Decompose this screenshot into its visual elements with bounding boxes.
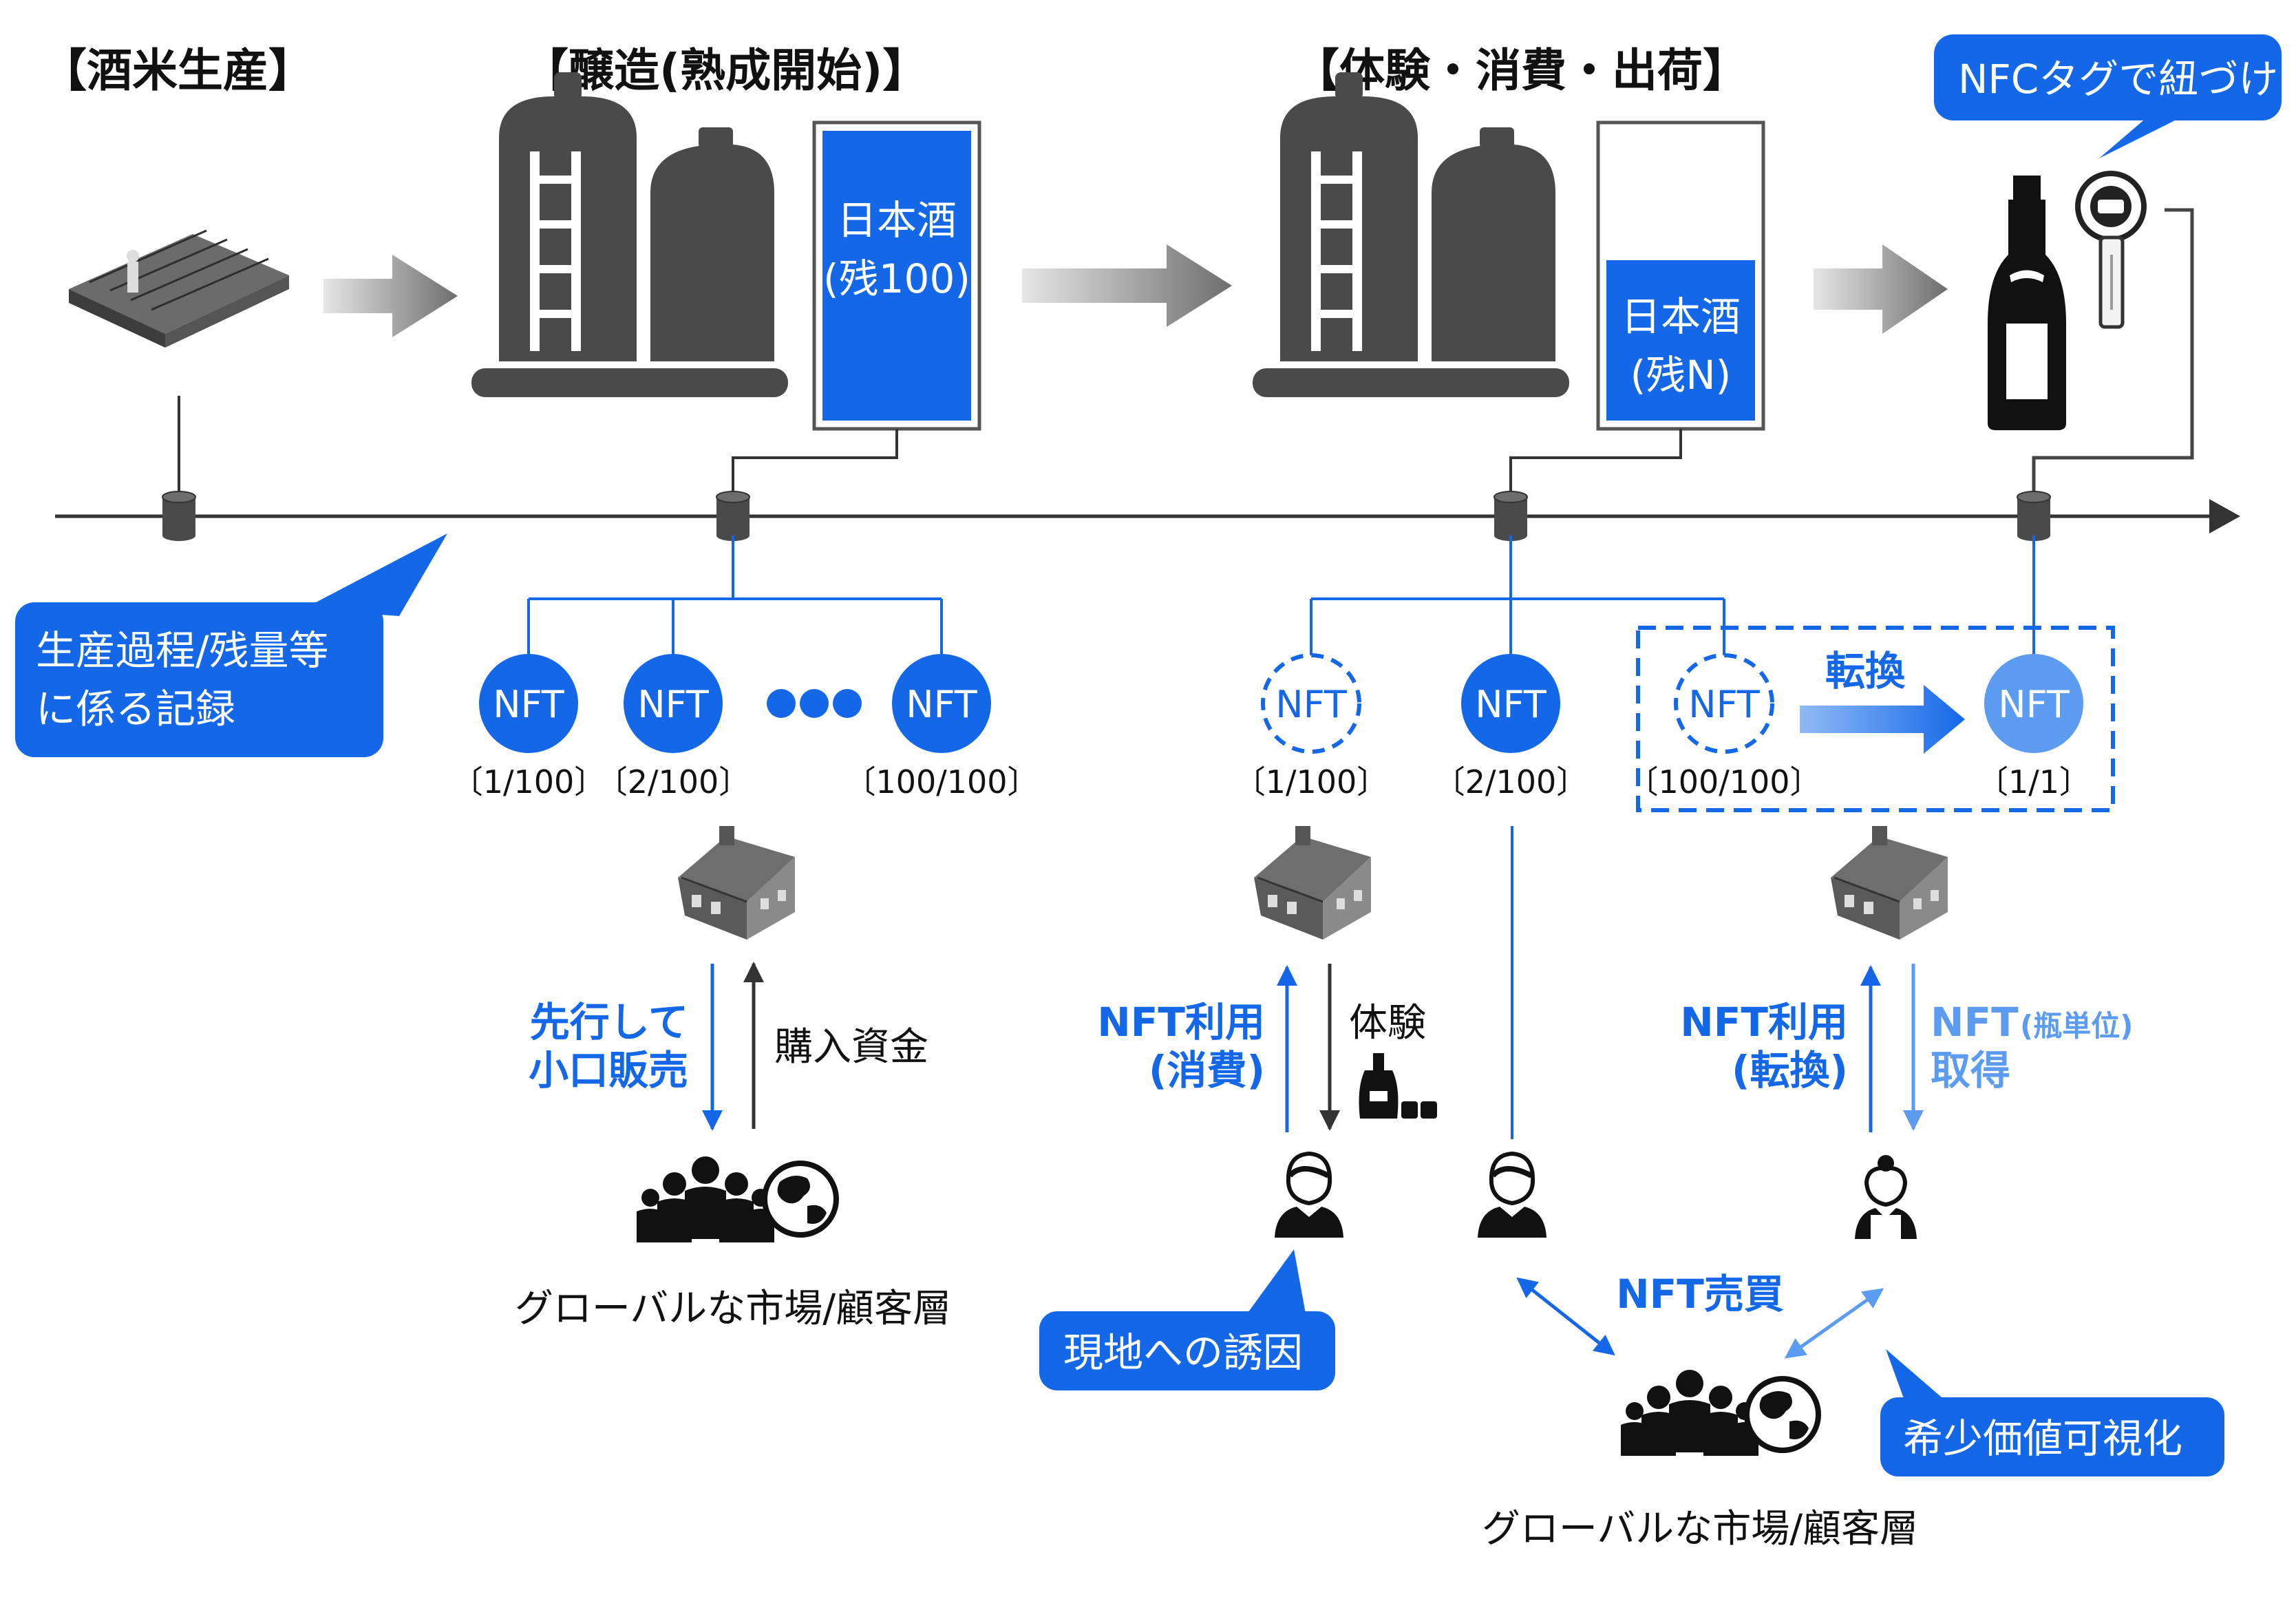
nfc-callout: NFCタグで紐づけ xyxy=(1934,34,2282,158)
process-arrow-3 xyxy=(1814,244,1948,334)
advance-sale-line2: 小口販売 xyxy=(529,1047,688,1094)
local-callout-text: 現地への誘因 xyxy=(1063,1329,1303,1376)
globe-icon xyxy=(1747,1379,1818,1450)
market-bottom: グローバルな市場/顧客層 xyxy=(1482,1507,1918,1552)
storage-tanks-icon-2 xyxy=(1253,72,1569,397)
record-callout-line1: 生産過程/残量等 xyxy=(36,627,329,674)
shop-person-icon xyxy=(1855,1155,1917,1239)
nft-token: NFT xyxy=(624,654,723,753)
stage-title-experience: 【体験・消費・出荷】 xyxy=(1294,44,1748,97)
sake-tank-full: 日本酒 (残100) xyxy=(812,120,981,431)
crowd-icon xyxy=(1621,1370,1758,1456)
record-callout-line2: に係る記録 xyxy=(36,686,235,732)
nft-fraction: 〔2/100〕 xyxy=(596,763,751,801)
sake-tank-partial: 日本酒 (残N) xyxy=(1596,120,1765,431)
database-icon-1 xyxy=(162,491,196,542)
acquire-small: (瓶単位) xyxy=(2020,1009,2133,1043)
brewery-house-icon xyxy=(1829,825,1949,941)
process-arrow-2 xyxy=(1022,244,1232,327)
advance-sale-line1: 先行して xyxy=(530,999,688,1046)
market-left: グローバルな市場/顧客層 xyxy=(515,1286,951,1331)
convert-arrow xyxy=(1800,685,1965,754)
stage-title-brewing: 【醸造(熟成開始)】 xyxy=(523,44,928,97)
brewery-house-icon xyxy=(677,825,796,941)
database-icon-2 xyxy=(716,491,750,542)
person-icon xyxy=(1478,1154,1546,1238)
nft-token-label: NFT xyxy=(1475,683,1547,726)
nft-token: NFT xyxy=(892,654,991,753)
database-icon-3 xyxy=(1494,491,1528,542)
ellipsis-dots xyxy=(767,689,862,718)
nft-fraction: 〔100/100〕 xyxy=(1626,763,1821,801)
use-convert-line2: (転換) xyxy=(1732,1047,1848,1094)
sake-set-icon xyxy=(1359,1053,1437,1119)
rarity-callout-text: 希少価値可視化 xyxy=(1903,1415,2182,1462)
storage-tanks-icon xyxy=(471,72,788,397)
nft-token: NFT xyxy=(1461,654,1560,753)
farm-field-icon xyxy=(69,229,289,348)
nft-token: NFT xyxy=(479,654,578,753)
process-arrow-1 xyxy=(323,255,458,337)
rarity-callout: 希少価値可視化 xyxy=(1880,1349,2224,1476)
use-consume-line1: NFT利用 xyxy=(1097,999,1265,1046)
tank-full-label: 日本酒 xyxy=(837,197,957,244)
nft-token-label: NFT xyxy=(493,683,565,726)
tank-partial-label: 日本酒 xyxy=(1621,293,1741,340)
nfc-link-line xyxy=(2032,208,2194,496)
acquire-line2: 取得 xyxy=(1931,1047,2010,1094)
trade-arrow-right xyxy=(1784,1288,1884,1359)
nfc-callout-text: NFCタグで紐づけ xyxy=(1958,56,2278,103)
nft-fraction: 〔1/100〕 xyxy=(451,763,606,801)
tank-partial-remaining: (残N) xyxy=(1630,352,1732,399)
funds-label: 購入資金 xyxy=(774,1025,928,1070)
local-callout: 現地への誘因 xyxy=(1039,1249,1335,1390)
nft-token-label: NFT xyxy=(906,683,978,726)
trade-label: NFT売買 xyxy=(1616,1271,1784,1317)
crowd-icon xyxy=(637,1156,774,1242)
nfc-tag-icon xyxy=(2075,171,2147,329)
record-callout: 生産過程/残量等 に係る記録 xyxy=(15,533,447,757)
nft-fraction: 〔100/100〕 xyxy=(844,763,1039,801)
nft-fraction: 〔2/100〕 xyxy=(1434,763,1588,801)
nft-token-used: NFT xyxy=(1674,653,1774,754)
database-icon-4 xyxy=(2017,491,2051,542)
nft-token-label: NFT xyxy=(1688,683,1761,726)
brewery-house-icon xyxy=(1253,825,1372,941)
nft-tree-1 xyxy=(527,536,943,655)
nft-token-label: NFT xyxy=(637,683,710,726)
trade-arrow-left xyxy=(1516,1277,1615,1356)
nft-token-used: NFT xyxy=(1261,653,1361,754)
nft-fraction: 〔1/100〕 xyxy=(1234,763,1389,801)
convert-label: 転換 xyxy=(1825,648,1906,695)
use-consume-line2: (消費) xyxy=(1149,1047,1265,1094)
sake-bottle-icon xyxy=(1988,176,2066,430)
use-convert-line1: NFT利用 xyxy=(1680,999,1848,1046)
timeline-arrowhead xyxy=(2209,499,2240,533)
nft-token-label: NFT xyxy=(1275,683,1348,726)
experience-label: 体験 xyxy=(1349,1001,1426,1046)
acquire-prefix: NFT xyxy=(1931,999,2019,1046)
tank-partial-connector xyxy=(1509,429,1682,496)
tank-full-remaining: (残100) xyxy=(823,255,970,302)
nft-token-bottle: NFT xyxy=(1984,654,2083,753)
nft-token-label: NFT xyxy=(1998,683,2070,726)
tank-full-connector xyxy=(732,429,898,496)
nft-fraction: 〔1/1〕 xyxy=(1977,763,2091,801)
person-icon xyxy=(1275,1154,1343,1238)
globe-icon xyxy=(765,1163,836,1235)
stage-title-rice: 【酒米生産】 xyxy=(41,44,314,97)
conversion-box xyxy=(1636,626,2115,812)
nft-tree-2 xyxy=(1310,536,1725,655)
